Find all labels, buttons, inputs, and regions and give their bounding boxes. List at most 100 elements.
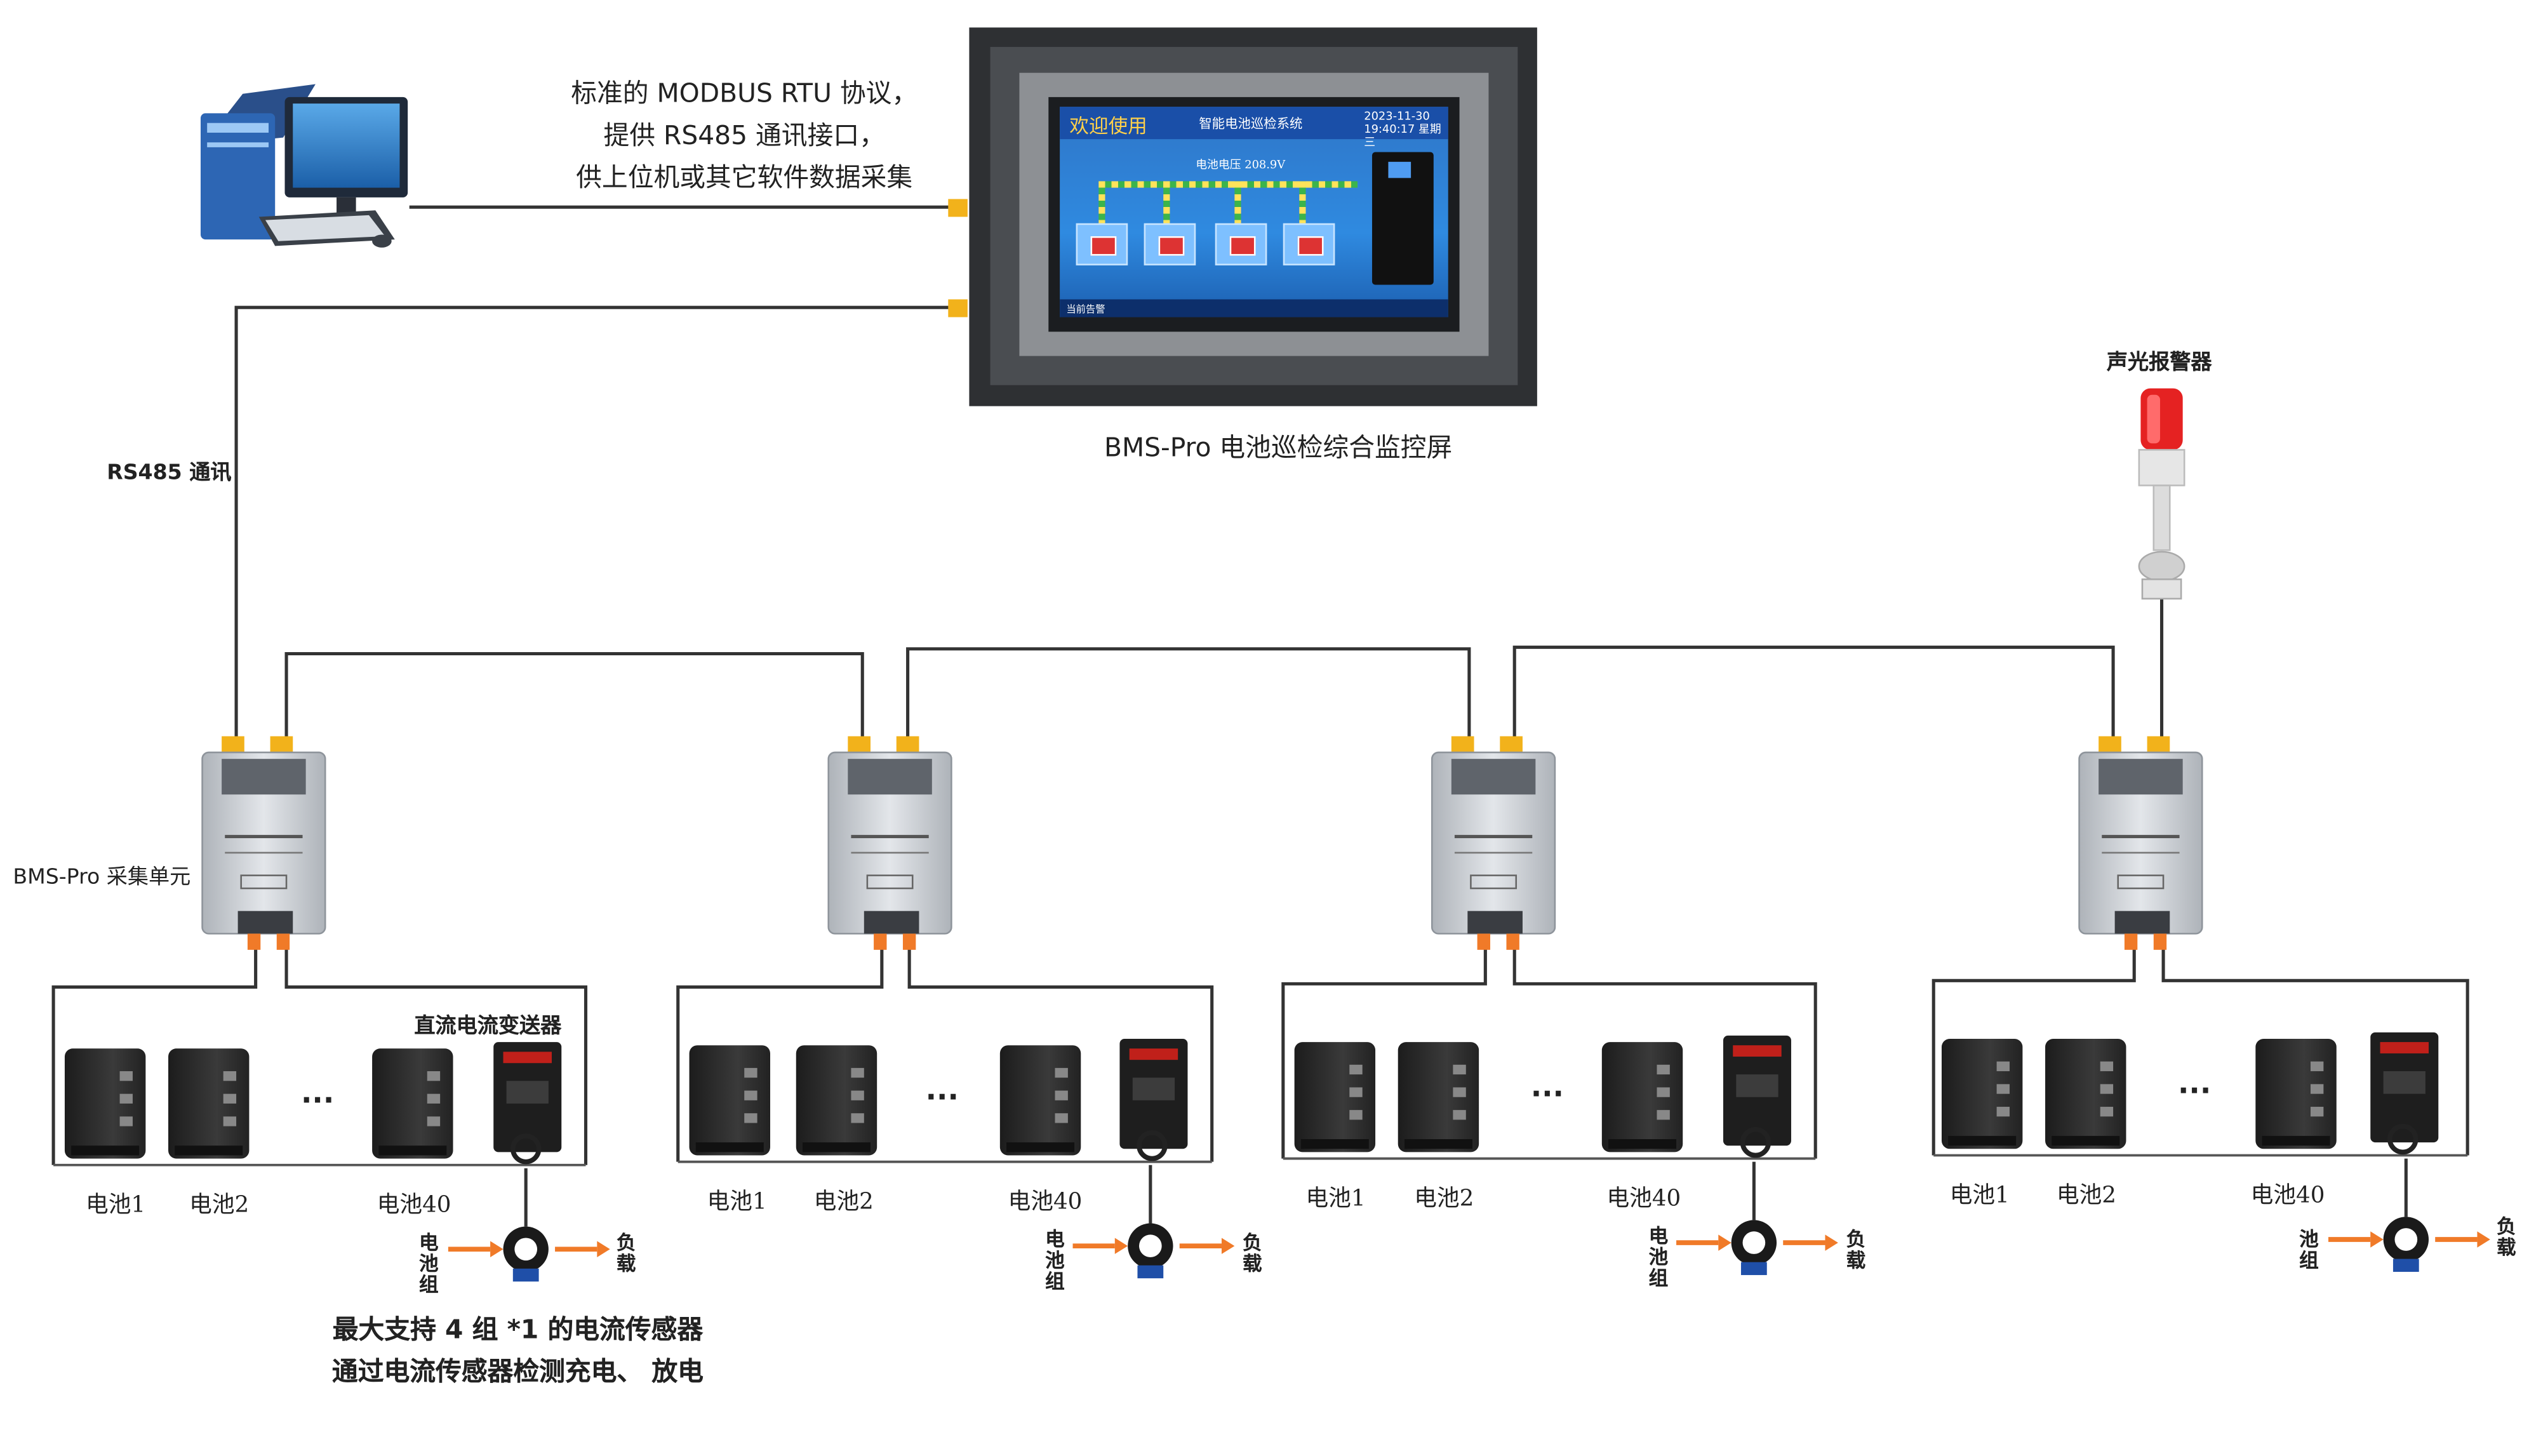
module-port [1657, 1087, 1670, 1097]
sampling-unit-module [64, 1048, 146, 1159]
monitor-bus-drop [1234, 181, 1241, 224]
module-port [744, 1090, 757, 1100]
module-port [2100, 1061, 2114, 1071]
input-arrow-head-icon [490, 1241, 504, 1258]
module-port [1996, 1084, 2010, 1094]
sampling-unit-module [796, 1045, 877, 1156]
current-transmitter [2370, 1032, 2439, 1155]
module-port [427, 1093, 441, 1104]
sampling-unit-module [1601, 1042, 1683, 1152]
monitor-battery-cell [1144, 223, 1196, 265]
sensor-base [1740, 1262, 1767, 1276]
current-transmitter [1723, 1035, 1791, 1158]
module-port [1996, 1107, 2010, 1117]
battery-40-label: 电池40 [1008, 1189, 1083, 1215]
collector-units [201, 736, 2203, 950]
monitor-title-bar [1060, 107, 1448, 140]
sensor-port-orange [2153, 933, 2167, 950]
sampling-unit-module [1294, 1042, 1376, 1152]
sensor-hole [2394, 1228, 2418, 1251]
current-transmitter [493, 1042, 562, 1165]
output-arrow-head-icon [597, 1241, 610, 1258]
sensor-base [2392, 1259, 2419, 1272]
group4-loop [1932, 946, 2469, 1156]
sensor-port-orange [1477, 933, 1490, 950]
collector-display [848, 759, 932, 795]
monitor-ups-icon [1371, 152, 1434, 285]
input-arrow-head-icon [1114, 1238, 1128, 1254]
module-port [744, 1067, 757, 1078]
module-port [1055, 1067, 1068, 1078]
ellipsis: ··· [300, 1084, 335, 1118]
bottom-note-line2: 通过电流传感器检测充电、 放电 [331, 1356, 704, 1387]
monitor-bus-drop [1098, 181, 1105, 224]
current-sensor [448, 1226, 610, 1282]
collector-port-block [2114, 911, 2170, 934]
battery-1-label: 电池1 [1949, 1182, 2010, 1209]
module-body [796, 1045, 877, 1156]
module-port [119, 1116, 133, 1126]
module-port [2310, 1061, 2324, 1071]
module-port [1055, 1090, 1068, 1100]
transmitter-panel [2383, 1071, 2426, 1094]
collector-display [1451, 759, 1536, 795]
rs485-port-yellow [896, 736, 919, 752]
module-port [119, 1071, 133, 1081]
group1-loop [51, 946, 588, 1165]
sensor-base [1137, 1265, 1164, 1279]
output-arrow-head-icon [2477, 1231, 2490, 1248]
module-body [689, 1045, 770, 1156]
sampling-unit-module [2045, 1039, 2126, 1149]
module-port [1349, 1087, 1363, 1097]
input-arrow-head-icon [1718, 1234, 1732, 1251]
sampling-unit-module [1941, 1039, 2023, 1149]
ellipsis: ··· [2178, 1074, 2212, 1109]
collector-port-block [1467, 911, 1523, 934]
alarm-light-icon [2138, 388, 2185, 600]
battery-2-label: 电池2 [813, 1189, 874, 1215]
module-port [744, 1113, 757, 1123]
module-port [223, 1116, 237, 1126]
module-body [1398, 1042, 1479, 1152]
module-port [2310, 1107, 2324, 1117]
monitor-bus-drop [1299, 181, 1306, 224]
rs485-port-yellow [1451, 736, 1474, 752]
sensor-port-orange [2124, 933, 2138, 950]
module-base [1404, 1139, 1472, 1149]
battery-2-label: 电池2 [1414, 1186, 1474, 1212]
battery-1-label: 电池1 [1305, 1186, 1366, 1212]
sensor-port-orange [276, 933, 290, 950]
sampling-unit-module [2255, 1039, 2337, 1149]
bottom-note-line1: 最大支持 4 组 *1 的电流传感器 [332, 1314, 704, 1345]
collector-marking [1470, 874, 1518, 890]
load-label: 负载 [1243, 1231, 1262, 1276]
module-body [1601, 1042, 1683, 1152]
battery-group-label: 电池组 [418, 1231, 439, 1297]
monitor-battery-cell [1283, 223, 1335, 265]
monitor-bus-line [1098, 181, 1358, 188]
module-base [1948, 1135, 2017, 1146]
transmitter-hook [1137, 1130, 1168, 1161]
monitor-bus-drop [1163, 181, 1170, 224]
module-port [2100, 1084, 2114, 1094]
bus-wire-1 [284, 651, 864, 737]
input-arrow-head-icon [2370, 1231, 2384, 1248]
module-port [223, 1071, 237, 1081]
module-port [851, 1067, 864, 1078]
load-label: 负载 [616, 1231, 636, 1276]
sampling-unit-module [1398, 1042, 1479, 1152]
module-body [1294, 1042, 1376, 1152]
collector-unit [2078, 736, 2203, 950]
rs485-port-yellow [848, 736, 871, 752]
collector-display [2099, 759, 2183, 795]
sampling-unit-module [689, 1045, 770, 1156]
rs485-port-yellow [2099, 736, 2121, 752]
sensor-port-orange [1506, 933, 1519, 950]
sensor-port-orange [902, 933, 916, 950]
battery-group-label: 池组 [2299, 1228, 2319, 1272]
module-base [802, 1142, 871, 1152]
transmitter-panel [506, 1081, 549, 1104]
transmitter-panel [1736, 1074, 1778, 1097]
module-body [168, 1048, 250, 1159]
